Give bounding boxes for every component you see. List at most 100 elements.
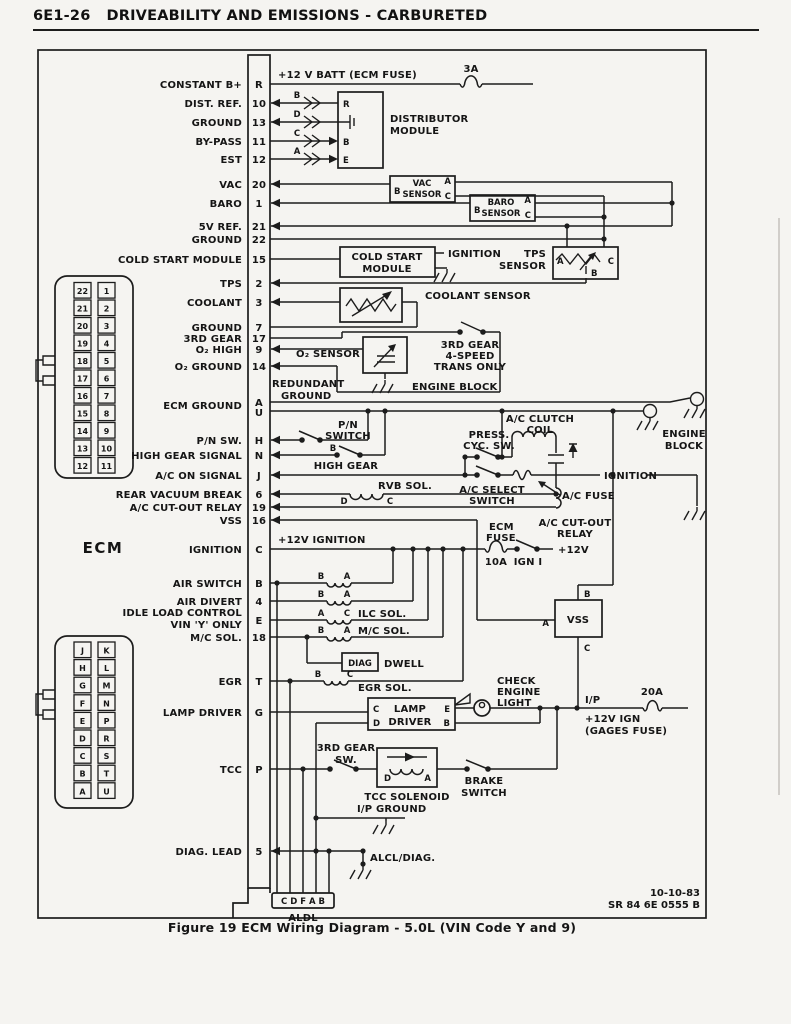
- o2-sensor-box: [362, 336, 408, 374]
- pin-label: VAC: [219, 180, 242, 191]
- label-cold-start: COLD START: [351, 252, 422, 263]
- pin-letter: A: [542, 619, 549, 629]
- pin-number: 3: [255, 298, 262, 309]
- connector-cell: [73, 676, 92, 694]
- coolant-sensor-box: [339, 287, 403, 323]
- pin-letter: A: [557, 257, 564, 267]
- pin-letter: B: [318, 572, 324, 582]
- connector-cell-label: 5: [104, 357, 110, 366]
- pin-letter: A: [344, 626, 351, 636]
- pin-letter: A: [344, 572, 351, 582]
- label-ac-cutout: A/C CUT-OUT: [539, 518, 612, 529]
- label-ac-cutout2: RELAY: [557, 529, 593, 540]
- label-vss: VSS: [567, 615, 589, 626]
- label-fuse-3a: 3A: [463, 64, 478, 75]
- pin-letter: B: [584, 590, 590, 600]
- pin-label: LAMP DRIVER: [163, 708, 242, 719]
- connector-cell: [73, 694, 92, 712]
- connector-cell-label: 1: [104, 287, 110, 296]
- connector-cell-label: B: [79, 770, 85, 779]
- label-4-speed: 4-SPEED: [445, 351, 494, 362]
- pin-label: EST: [221, 155, 242, 166]
- connector-cell: [73, 316, 92, 334]
- connector-cell-label: 7: [104, 392, 110, 401]
- distributor-module-box: [337, 91, 384, 169]
- label-rvb: RVB SOL.: [378, 481, 432, 492]
- doc-code: SR 84 6E 0555 B: [608, 900, 700, 911]
- pin-number: 4: [255, 597, 262, 608]
- connector-cell: [97, 281, 116, 299]
- pin-label: O₂ GROUND: [175, 362, 242, 373]
- dist-pin: E: [343, 156, 349, 166]
- pin-label: DIST. REF.: [185, 99, 243, 110]
- wires-aldl: [271, 583, 405, 909]
- label-ac-clutch: A/C CLUTCH: [506, 414, 574, 425]
- pin-letter: B: [394, 187, 400, 197]
- pin-label: ECM GROUND: [163, 401, 242, 412]
- cold-start-module-box: [339, 246, 436, 278]
- label-check: CHECK: [497, 676, 537, 687]
- label-distributor2: MODULE: [390, 126, 439, 137]
- pin-letter: C: [584, 644, 590, 654]
- coolant-thermistor-icon: [345, 293, 397, 317]
- connector-cell: [97, 421, 116, 439]
- alcl-ground-icon: [349, 865, 372, 880]
- label-diag: DIAG: [348, 659, 372, 669]
- label-ilc-sol: ILC SOL.: [358, 609, 406, 620]
- label-engine-block2: BLOCK: [665, 441, 704, 452]
- wires-tcc-circuit: [270, 708, 558, 788]
- dist-ground-icon: [338, 115, 355, 129]
- connector-cell-label: 21: [77, 305, 89, 314]
- pin-number: 10: [252, 99, 266, 110]
- connector-cell: [97, 386, 116, 404]
- pin-number: 12: [252, 155, 266, 166]
- wire-letter: D: [293, 110, 300, 120]
- aldl-connector-box: [271, 892, 335, 909]
- vss-box: [554, 599, 603, 638]
- label-brake2: SWITCH: [461, 788, 507, 799]
- wire-flag-icon: [454, 692, 471, 706]
- pin-label: AIR SWITCH: [173, 579, 242, 590]
- figure-caption: Figure 19 ECM Wiring Diagram - 5.0L (VIN…: [168, 920, 576, 935]
- connector-cell: [73, 711, 92, 729]
- label-batt: +12 V BATT (ECM FUSE): [278, 70, 417, 81]
- pin-label: VSS: [220, 516, 242, 527]
- label-ac-fuse: A/C FUSE: [562, 491, 615, 502]
- connector-cell-label: K: [103, 647, 110, 656]
- pin-letter: A: [344, 590, 351, 600]
- label-lamp2: DRIVER: [388, 717, 431, 728]
- connector-cell: [73, 299, 92, 317]
- label-3rd-gear-sw2: SW.: [335, 755, 357, 766]
- pin-label: AIR DIVERT: [177, 597, 242, 608]
- pin-label: O₂ HIGH: [196, 345, 242, 356]
- pin-label: CONSTANT B+: [160, 80, 242, 91]
- connector-cell: [97, 299, 116, 317]
- pin-letter: A: [318, 609, 325, 619]
- pin-number: E: [255, 616, 262, 627]
- pin-letter: E: [444, 705, 450, 715]
- pin-label: A/C ON SIGNAL: [155, 471, 242, 482]
- connector-cell-label: 9: [104, 427, 110, 436]
- label-ecm-fuse2: FUSE: [486, 533, 516, 544]
- engine-block-ground-icon: [636, 403, 659, 431]
- pin-number: P: [255, 765, 263, 776]
- label-12v: +12V: [558, 545, 589, 556]
- pin-number: T: [255, 677, 262, 688]
- pin-number: 1: [255, 199, 262, 210]
- label-aldl: ALDL: [288, 913, 318, 924]
- pin-arrows: [271, 98, 338, 856]
- pin-number: 14: [252, 362, 266, 373]
- label-baro2: SENSOR: [482, 209, 521, 219]
- pin-number: B: [255, 579, 263, 590]
- tcc-solenoid-box: [376, 747, 438, 788]
- label-tps2: SENSOR: [499, 261, 546, 272]
- wires-ac-circuit: [271, 430, 706, 521]
- label-redundant2: GROUND: [281, 391, 331, 402]
- pin-label: VIN 'Y' ONLY: [171, 620, 243, 631]
- connector-cell-label: 8: [104, 410, 110, 419]
- connector-cell: [97, 782, 116, 800]
- revision-date: 10-10-83: [650, 888, 700, 899]
- ilc-solenoid-icon: [326, 619, 352, 625]
